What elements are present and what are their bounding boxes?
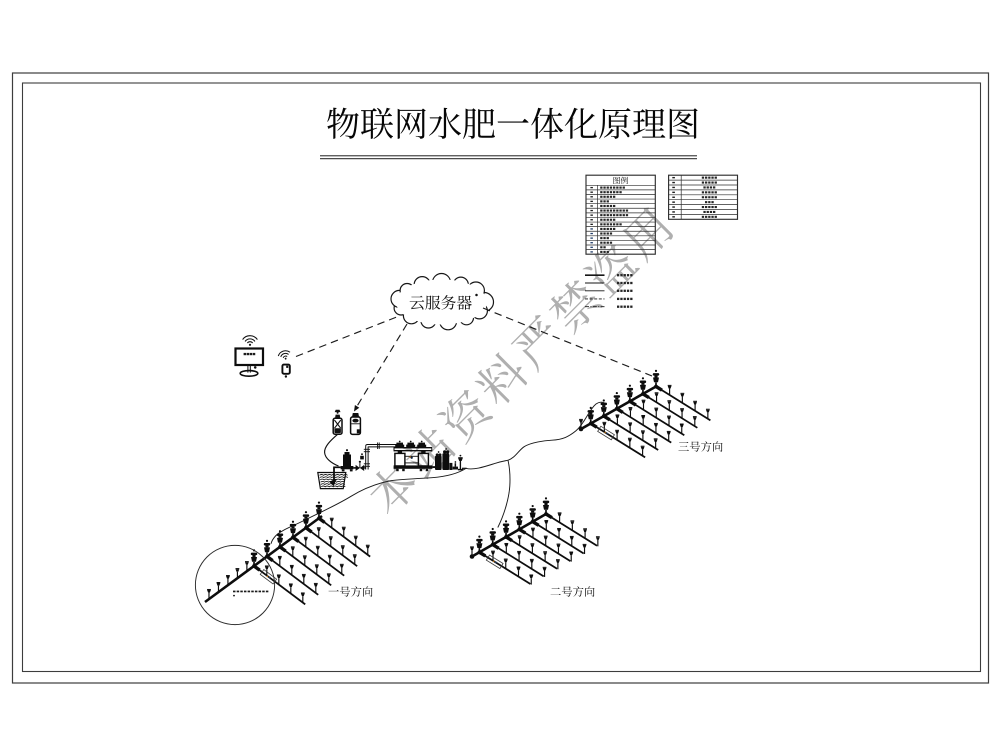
legend-main-row-9: [590, 223, 622, 226]
line-legend-row-1: [585, 274, 633, 277]
cloud-server-label: [409, 295, 472, 310]
legend-main-row-10: [590, 227, 616, 230]
diagram-title: [327, 107, 698, 139]
legend-main-row-5: [590, 204, 616, 208]
watermark-text: [370, 207, 673, 514]
legend-main-row-7: [590, 214, 629, 217]
drawing-frame: [11, 72, 990, 684]
detail-note-text: [233, 590, 269, 593]
legend-right-row-9: [672, 215, 717, 218]
legend-main-row-2: [590, 191, 622, 194]
legend-header: [613, 176, 628, 185]
monitor-wifi-icon: [246, 341, 254, 344]
line-legend-row-5: [585, 305, 633, 308]
pipe-to-junction: [465, 459, 509, 470]
water-pump: [340, 449, 354, 472]
field-1: [204, 501, 373, 606]
legend-line-types: [585, 274, 633, 308]
link-cloud-field3: [482, 307, 653, 377]
legend-table-sprinklers: [668, 174, 739, 220]
legend-main-row-13: [590, 241, 613, 244]
legend-right-row-5: [672, 196, 717, 199]
line-legend-row-2: [585, 281, 633, 285]
water-basin: [317, 471, 347, 490]
pipe-to-field2: [497, 460, 511, 528]
fertilizer-tank-a: [332, 409, 343, 436]
legend-main-row-12: [590, 237, 609, 240]
legend-table-main: [585, 174, 656, 255]
field-label-2: [550, 586, 595, 597]
irrigation-fields: [204, 369, 723, 606]
fertilizer-tanks: [324, 409, 362, 467]
legend-right-row-3: [672, 186, 716, 189]
legend-main-row-11: [590, 232, 613, 235]
legend-main-row-15: [590, 250, 609, 253]
legend-right-row-6: [672, 201, 714, 204]
field-3: [578, 369, 723, 459]
pipe-to-field3: [507, 401, 607, 461]
legend-main-row-3: [590, 195, 616, 198]
legend-main-row-1: [590, 186, 625, 189]
monitor-icon: [234, 335, 265, 378]
link-phone-cloud: [295, 315, 399, 358]
pump-station: [317, 442, 397, 490]
wireless-links: [295, 307, 653, 412]
line-legend-row-3: [585, 289, 633, 292]
filter-station: [393, 440, 436, 472]
field-2: [469, 497, 600, 597]
line-legend-row-4: [585, 297, 633, 301]
fertilizer-injector: [435, 448, 453, 470]
check-valve: [355, 460, 365, 471]
field-label-3: [678, 441, 723, 452]
legend-main-row-14: [590, 246, 606, 249]
legend-right-row-2: [672, 181, 717, 184]
pipe-to-field1: [270, 467, 467, 544]
outlet-fittings: [452, 454, 467, 471]
legend-main-row-8: [590, 218, 616, 221]
phone-icon: [277, 350, 291, 378]
riser-pipe: [360, 442, 397, 470]
distribution-pipes: [270, 401, 607, 544]
field-label-1: [328, 586, 373, 597]
legend-right-row-1: [672, 176, 717, 179]
foot-valve-arrow: [329, 478, 337, 487]
detail-circle: [194, 544, 276, 626]
link-cloud-station: [356, 323, 408, 408]
monitor-screen-text: [243, 352, 256, 356]
cloud-server-icon: [390, 272, 495, 331]
fertilizer-tank-b: [349, 413, 362, 436]
link-arrowhead: [354, 405, 360, 412]
title-underline: [320, 155, 697, 160]
legend-right-row-4: [672, 191, 717, 194]
legend-main-row-4: [590, 200, 609, 203]
tank-suction-hose: [324, 433, 339, 467]
legend-right-row-8: [672, 210, 716, 213]
legend-main-row-6: [590, 209, 629, 212]
legend-right-row-7: [672, 206, 717, 209]
backwash-valves: [395, 440, 427, 448]
